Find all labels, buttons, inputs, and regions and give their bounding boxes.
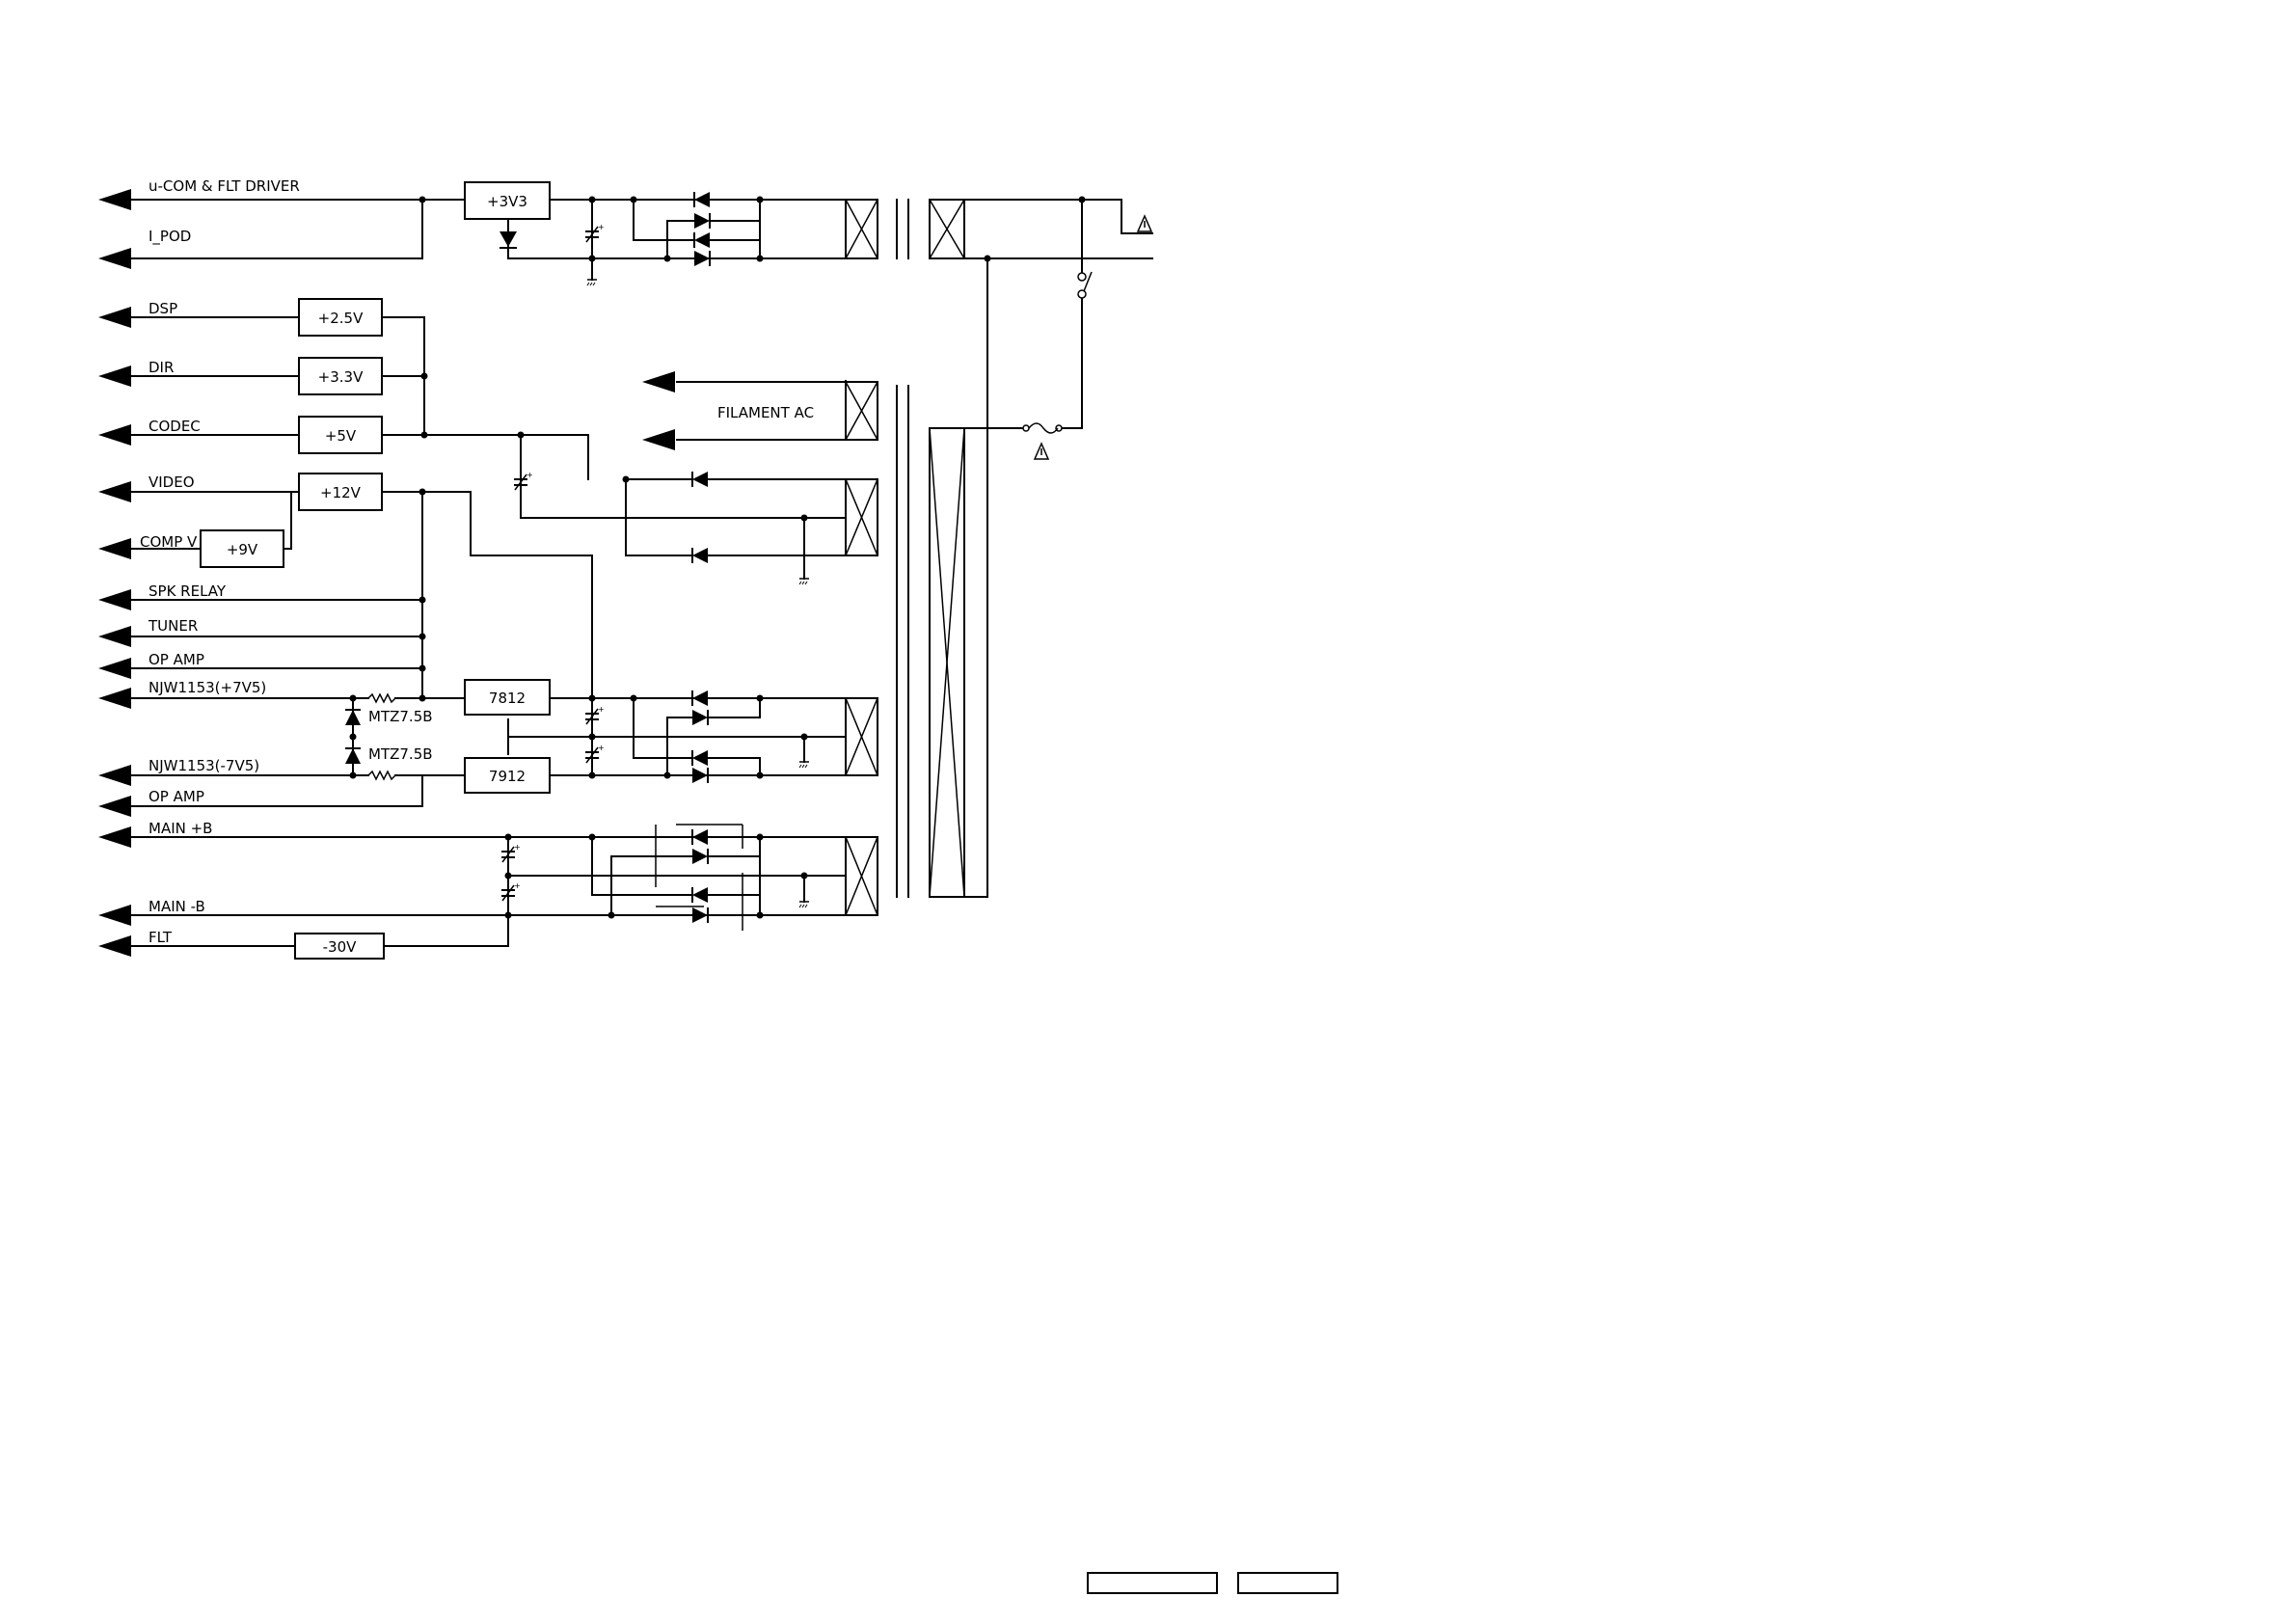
caution-triangle-icon (1035, 444, 1048, 459)
fuse (1023, 423, 1062, 433)
regulators: +3V3 +2.5V +3.3V +5V +12V +9V 7812 7912 … (201, 182, 550, 959)
label-spk-relay: SPK RELAY (149, 582, 227, 600)
power-switch (1078, 272, 1092, 298)
reg-2v5-label: +2.5V (318, 310, 364, 327)
footer-box-left (1088, 1573, 1217, 1593)
wires (131, 200, 1152, 946)
zener-1-label: MTZ7.5B (368, 708, 433, 725)
caution-triangle-icon (1138, 216, 1151, 231)
label-codec: CODEC (149, 418, 201, 435)
reg-7912-label: 7912 (489, 768, 526, 785)
reg-9v-label: +9V (227, 541, 258, 558)
reg-12v-label: +12V (320, 484, 362, 501)
label-opamp-2: OP AMP (149, 788, 204, 805)
label-main-pos: MAIN +B (149, 820, 212, 837)
transformer (846, 200, 964, 915)
label-filament-ac: FILAMENT AC (717, 404, 814, 421)
label-njw-neg: NJW1153(-7V5) (149, 757, 259, 774)
output-arrows (98, 189, 675, 957)
label-tuner: TUNER (148, 617, 198, 635)
junctions (350, 197, 1086, 919)
reg-3v3-label: +3V3 (487, 193, 527, 210)
diodes (500, 192, 710, 923)
label-ipod: I_POD (149, 228, 191, 246)
label-ucom: u-COM & FLT DRIVER (149, 177, 300, 195)
capacitors (501, 223, 605, 901)
footer-box-right (1238, 1573, 1337, 1593)
label-dsp: DSP (149, 300, 177, 317)
label-njw-pos: NJW1153(+7V5) (149, 679, 266, 696)
reg-3-3v-label: +3.3V (318, 368, 364, 386)
label-opamp-1: OP AMP (149, 651, 204, 668)
reg-5v-label: +5V (325, 427, 357, 445)
label-video: VIDEO (149, 474, 195, 491)
label-flt: FLT (149, 929, 173, 946)
label-main-neg: MAIN -B (149, 898, 205, 915)
zener-2-label: MTZ7.5B (368, 745, 433, 763)
zeners: MTZ7.5B MTZ7.5B (345, 694, 433, 779)
reg-7812-label: 7812 (489, 690, 526, 707)
label-dir: DIR (149, 359, 174, 376)
grounds (587, 280, 809, 907)
reg-minus-30v-label: -30V (323, 938, 357, 956)
